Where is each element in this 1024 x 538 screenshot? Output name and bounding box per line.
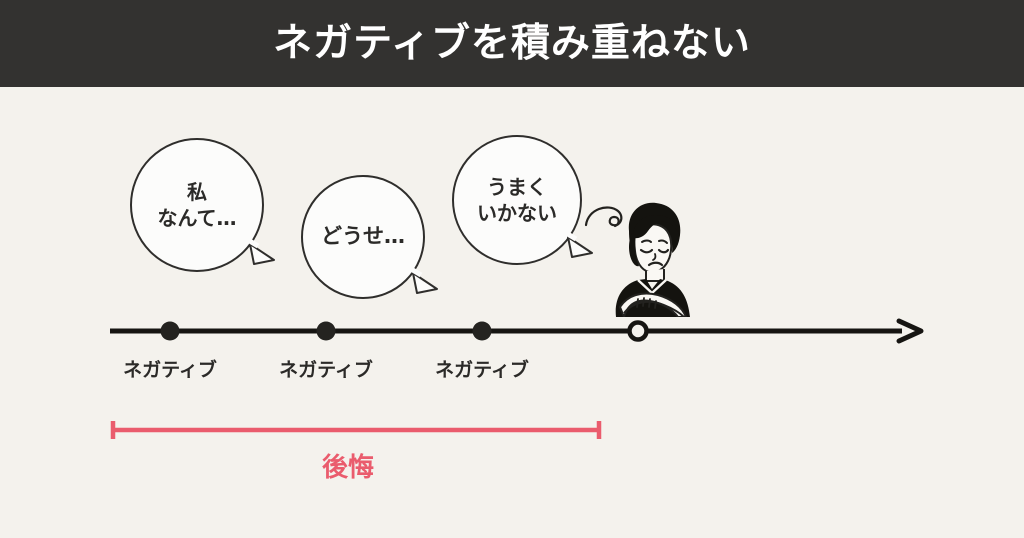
speech-bubble-3-text: うまく いかない — [477, 174, 557, 225]
page-title: ネガティブを積み重ねない — [273, 21, 751, 66]
timeline-label-2: ネガティブ — [279, 359, 373, 381]
timeline-marker-1 — [160, 321, 180, 341]
speech-bubble-2-text: どうせ… — [321, 224, 405, 249]
timeline-marker-2 — [316, 321, 336, 341]
regret-bracket — [110, 421, 602, 439]
header-bar: ネガティブを積み重ねない — [0, 0, 1024, 87]
speech-bubble-2: どうせ… — [301, 175, 438, 299]
timeline-label-1: ネガティブ — [123, 359, 217, 381]
timeline-arrowhead — [896, 318, 924, 344]
speech-bubble-3: うまく いかない — [452, 135, 593, 265]
timeline-marker-4 — [627, 320, 649, 342]
speech-bubble-1-text: 私 なんて… — [157, 179, 237, 230]
sad-person-illustration — [580, 195, 700, 317]
speech-bubble-1: 私 なんて… — [130, 138, 275, 272]
regret-label: 後悔 — [321, 453, 375, 483]
timeline-marker-3 — [472, 321, 492, 341]
timeline-label-3: ネガティブ — [435, 359, 529, 381]
slide-body: 私 なんて… どうせ… うまく いかない — [0, 87, 1024, 538]
